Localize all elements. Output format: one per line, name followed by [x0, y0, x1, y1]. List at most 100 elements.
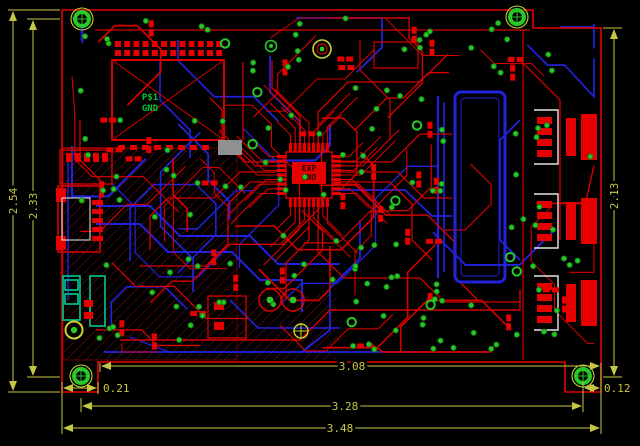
copper-trace — [71, 76, 180, 213]
smd-pad — [561, 296, 567, 304]
smd-passives — [99, 20, 567, 350]
copper-trace — [326, 96, 358, 143]
via — [151, 213, 158, 220]
via — [277, 176, 284, 183]
through-hole-pad — [411, 120, 423, 131]
connector-pad — [537, 201, 552, 208]
dim-label-right: 2.13 — [608, 183, 621, 210]
via — [393, 241, 400, 248]
mounting-hole-ring[interactable] — [505, 5, 529, 29]
dim-label-bottom-right-offset: 0.12 — [604, 382, 631, 395]
via — [358, 168, 365, 175]
copper-trace — [172, 198, 227, 270]
via — [545, 51, 552, 58]
smd-pad — [211, 258, 217, 266]
connector-pad — [537, 283, 552, 290]
via — [394, 273, 401, 280]
via — [204, 26, 211, 33]
via — [512, 130, 519, 137]
via — [194, 179, 201, 187]
copper-trace — [240, 147, 277, 171]
copper-trace — [178, 189, 252, 230]
edge-connectors[interactable] — [534, 109, 597, 331]
copper-trace — [230, 192, 277, 224]
via — [392, 327, 399, 334]
via — [77, 87, 84, 94]
via — [383, 87, 390, 94]
smd-pad — [516, 56, 524, 62]
via — [270, 301, 277, 308]
dim-label-bottom-mid: 3.28 — [332, 400, 359, 413]
smd-pad — [152, 333, 158, 341]
through-hole-pad — [247, 139, 258, 150]
via — [574, 257, 581, 264]
crystal[interactable] — [218, 140, 242, 155]
via — [536, 203, 543, 210]
dim-label-bottom-left-offset: 0.21 — [103, 382, 130, 395]
copper-trace — [296, 17, 383, 74]
via — [166, 269, 174, 276]
through-hole-components[interactable] — [62, 275, 106, 340]
smd-pad — [106, 147, 114, 153]
connector-pad — [537, 139, 552, 146]
drill-cross — [511, 11, 523, 23]
via — [191, 117, 198, 124]
copper-trace — [530, 206, 594, 344]
copper-trace — [399, 299, 511, 352]
smd-pad — [434, 238, 442, 244]
smd-pad — [210, 180, 218, 186]
dim-label-bottom-inner: 3.08 — [339, 360, 366, 373]
ic-label-line2: GND — [302, 173, 317, 182]
connector-pad — [537, 294, 552, 301]
display-connector[interactable] — [453, 90, 507, 284]
board-outline — [61, 9, 602, 393]
copper-trace — [236, 135, 277, 162]
via — [249, 67, 256, 74]
copper-trace — [97, 24, 162, 106]
smd-pad — [233, 274, 239, 282]
via — [401, 46, 408, 53]
main-ic-footprint[interactable]: EXP GND — [277, 143, 341, 207]
connector-pad — [581, 198, 597, 244]
mounting-hole-ring[interactable] — [70, 7, 94, 31]
electrolytic-capacitors[interactable] — [258, 288, 305, 312]
via — [352, 262, 359, 270]
mounting-holes[interactable] — [69, 5, 595, 388]
copper-trace — [536, 165, 595, 205]
copper-trace — [276, 120, 292, 143]
copper-trace — [341, 135, 382, 162]
via — [534, 125, 542, 132]
through-hole-pad — [219, 38, 231, 49]
via — [195, 303, 203, 310]
copper-trace — [444, 163, 492, 231]
via — [333, 237, 340, 244]
via — [116, 196, 123, 203]
copper-trace — [341, 188, 370, 209]
via — [437, 187, 444, 194]
smd-pad — [299, 131, 307, 137]
smd-pad — [416, 171, 422, 179]
copper-trace — [341, 140, 396, 176]
wifi-module-footprint[interactable]: P$1 GND — [111, 41, 225, 150]
via — [288, 112, 295, 119]
via — [440, 138, 447, 145]
via — [540, 328, 548, 335]
via — [383, 283, 390, 290]
smd-pad — [282, 59, 288, 67]
via — [301, 173, 308, 180]
through-hole-pad — [390, 195, 401, 206]
via — [250, 59, 257, 66]
copper-trace — [110, 286, 188, 330]
usb-connector[interactable] — [56, 185, 103, 253]
copper-trace — [313, 207, 335, 240]
via — [438, 126, 446, 133]
via — [142, 17, 149, 24]
dim-label-bottom-outer: 3.48 — [327, 422, 354, 435]
via — [117, 117, 124, 124]
smd-pad — [148, 29, 154, 37]
via — [81, 33, 89, 40]
smd-pad — [347, 65, 355, 71]
ic-center-pad — [292, 162, 326, 184]
